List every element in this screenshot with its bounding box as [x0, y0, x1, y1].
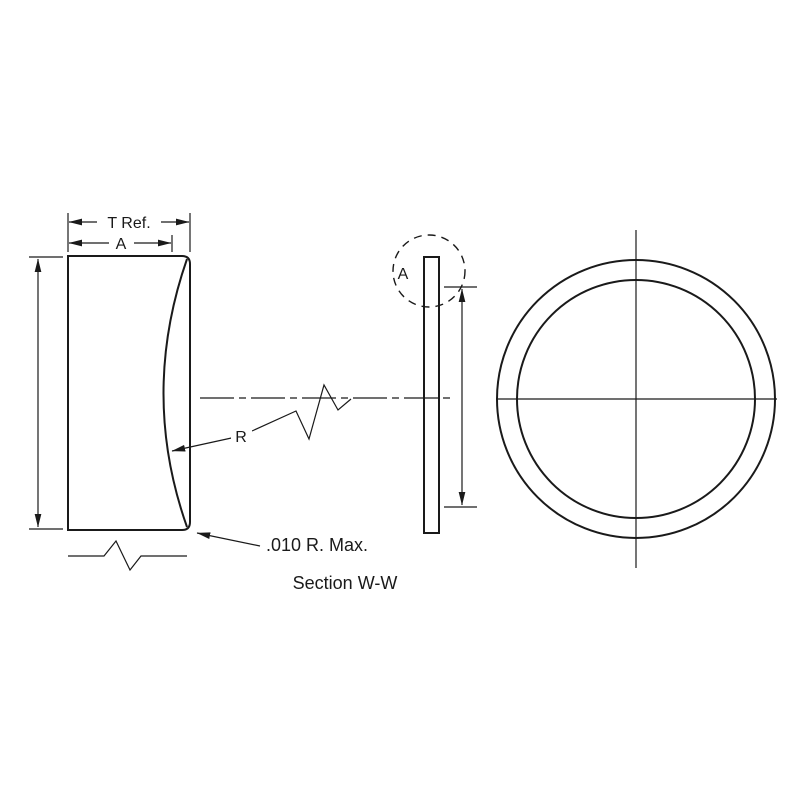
section-view	[67, 255, 191, 531]
dimension-inner-diameter	[444, 286, 477, 508]
note-radius-max: .010 R. Max.	[266, 535, 368, 555]
leader-arrow	[196, 532, 261, 547]
label-background	[109, 234, 134, 252]
edge-profile	[423, 256, 440, 534]
dimension-t-ref: T Ref.	[67, 212, 191, 252]
leader-zigzag	[251, 383, 352, 441]
dimension-a: A	[68, 234, 173, 253]
edge-view: A	[392, 234, 477, 534]
detail-circle	[392, 234, 466, 308]
front-view	[496, 230, 777, 568]
dim-label-a: A	[116, 236, 127, 253]
dim-label-t-ref: T Ref.	[107, 215, 150, 232]
dimension-height	[29, 256, 63, 530]
leader-arrow	[171, 436, 237, 452]
corner-radius-note: .010 R. Max.	[196, 532, 368, 555]
section-body-outline	[67, 255, 191, 531]
broken-dimension-line	[68, 539, 187, 572]
detail-label-a: A	[398, 266, 409, 283]
label-background	[231, 423, 252, 443]
caption-section-w-w: Section W-W	[293, 573, 398, 593]
radius-label-r: R	[235, 429, 247, 446]
label-background	[97, 212, 161, 231]
radius-leader: R	[171, 383, 352, 452]
concave-surface-curve	[162, 258, 188, 528]
